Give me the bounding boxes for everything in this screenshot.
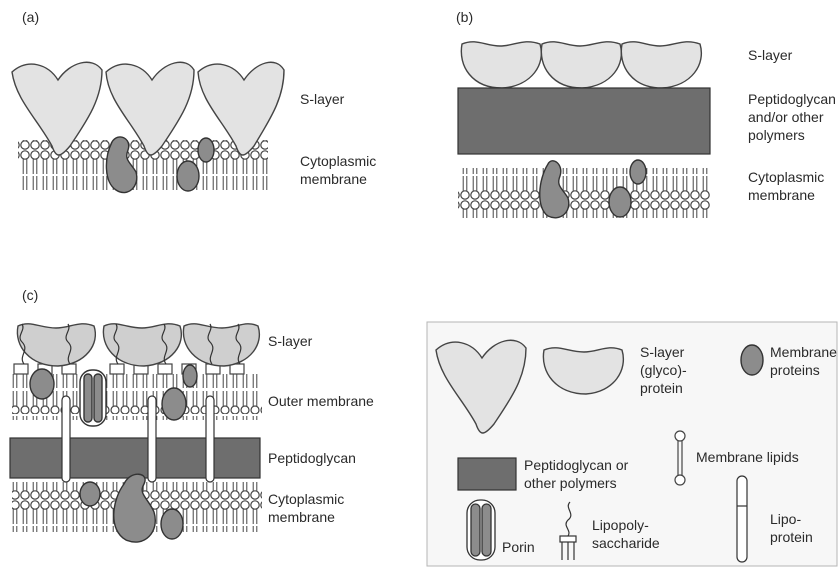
legend-membrane-proteins-label-1: Membrane	[770, 344, 837, 360]
panel-b-peptidoglycan-layer	[458, 88, 710, 154]
legend-lipoprotein-label-2: protein	[770, 529, 813, 545]
panel-b-peptidoglycan-label-2: and/or other	[748, 109, 824, 125]
legend-porin-icon	[467, 500, 495, 560]
s-layer-protein	[17, 324, 95, 366]
s-layer-protein	[461, 42, 541, 88]
legend-lps-label-2: saccharide	[592, 535, 660, 551]
legend-membrane-protein-icon	[741, 345, 763, 375]
panel-b-membrane-label-2: membrane	[748, 187, 815, 203]
legend-porin-label: Porin	[502, 539, 535, 555]
membrane-protein	[161, 509, 183, 539]
s-layer-protein	[621, 42, 701, 88]
membrane-protein	[177, 161, 199, 191]
panel-b-lipid-bilayer	[458, 168, 710, 218]
legend-lipoprotein-label-1: Lipo-	[770, 511, 801, 527]
panel-b-peptidoglycan-label-1: Peptidoglycan	[748, 91, 836, 107]
legend-peptidoglycan-label-1: Peptidoglycan or	[524, 457, 629, 473]
legend-peptidoglycan-label-2: other polymers	[524, 475, 617, 491]
legend-s-layer-label-1: S-layer	[640, 344, 685, 360]
s-layer-protein	[103, 324, 181, 366]
membrane-protein	[162, 388, 186, 420]
panel-b: (b) S-layer Peptidoglycan and/or other p…	[456, 9, 836, 218]
membrane-protein	[630, 160, 646, 184]
panel-a-s-layer-proteins	[12, 62, 284, 155]
legend-membrane-proteins-label-2: proteins	[770, 362, 820, 378]
panel-c: (c)	[10, 287, 374, 542]
panel-c-label: (c)	[22, 287, 38, 303]
panel-c-membrane-label-1: Cytoplasmic	[268, 491, 344, 507]
panel-b-membrane-label-1: Cytoplasmic	[748, 169, 824, 185]
membrane-protein	[183, 365, 197, 387]
legend-lps-label-1: Lipopoly-	[592, 517, 649, 533]
panel-a-s-layer-label: S-layer	[300, 91, 345, 107]
legend: S-layer (glyco)- protein Membrane protei…	[427, 322, 837, 566]
panel-a: (a) S-layer Cytoplasmic membrane	[12, 9, 376, 193]
membrane-protein	[80, 482, 100, 506]
s-layer-protein	[183, 324, 259, 366]
panel-a-membrane-label-2: membrane	[300, 171, 367, 187]
legend-membrane-lipids-label: Membrane lipids	[696, 449, 799, 465]
panel-b-peptidoglycan-label-3: polymers	[748, 127, 805, 143]
panel-a-label: (a)	[22, 9, 39, 25]
panel-b-s-layer-label: S-layer	[748, 47, 793, 63]
panel-c-membrane-label-2: membrane	[268, 509, 335, 525]
panel-c-peptidoglycan-layer	[10, 438, 260, 478]
panel-c-peptidoglycan-label: Peptidoglycan	[268, 450, 356, 466]
s-layer-protein	[541, 42, 621, 88]
legend-peptidoglycan-icon	[458, 458, 516, 490]
membrane-protein	[198, 138, 214, 162]
panel-c-s-layer-label: S-layer	[268, 333, 313, 349]
membrane-protein	[30, 369, 54, 399]
membrane-protein	[609, 187, 631, 217]
legend-s-layer-label-3: protein	[640, 380, 683, 396]
porin	[80, 370, 106, 426]
panel-c-outer-membrane-label: Outer membrane	[268, 393, 374, 409]
panel-b-s-layer-proteins	[461, 42, 701, 88]
legend-lipoprotein-icon	[737, 476, 747, 562]
panel-c-s-layer-proteins	[17, 324, 259, 366]
legend-s-layer-label-2: (glyco)-	[640, 362, 687, 378]
panel-b-label: (b)	[456, 9, 473, 25]
panel-a-membrane-label-1: Cytoplasmic	[300, 153, 376, 169]
